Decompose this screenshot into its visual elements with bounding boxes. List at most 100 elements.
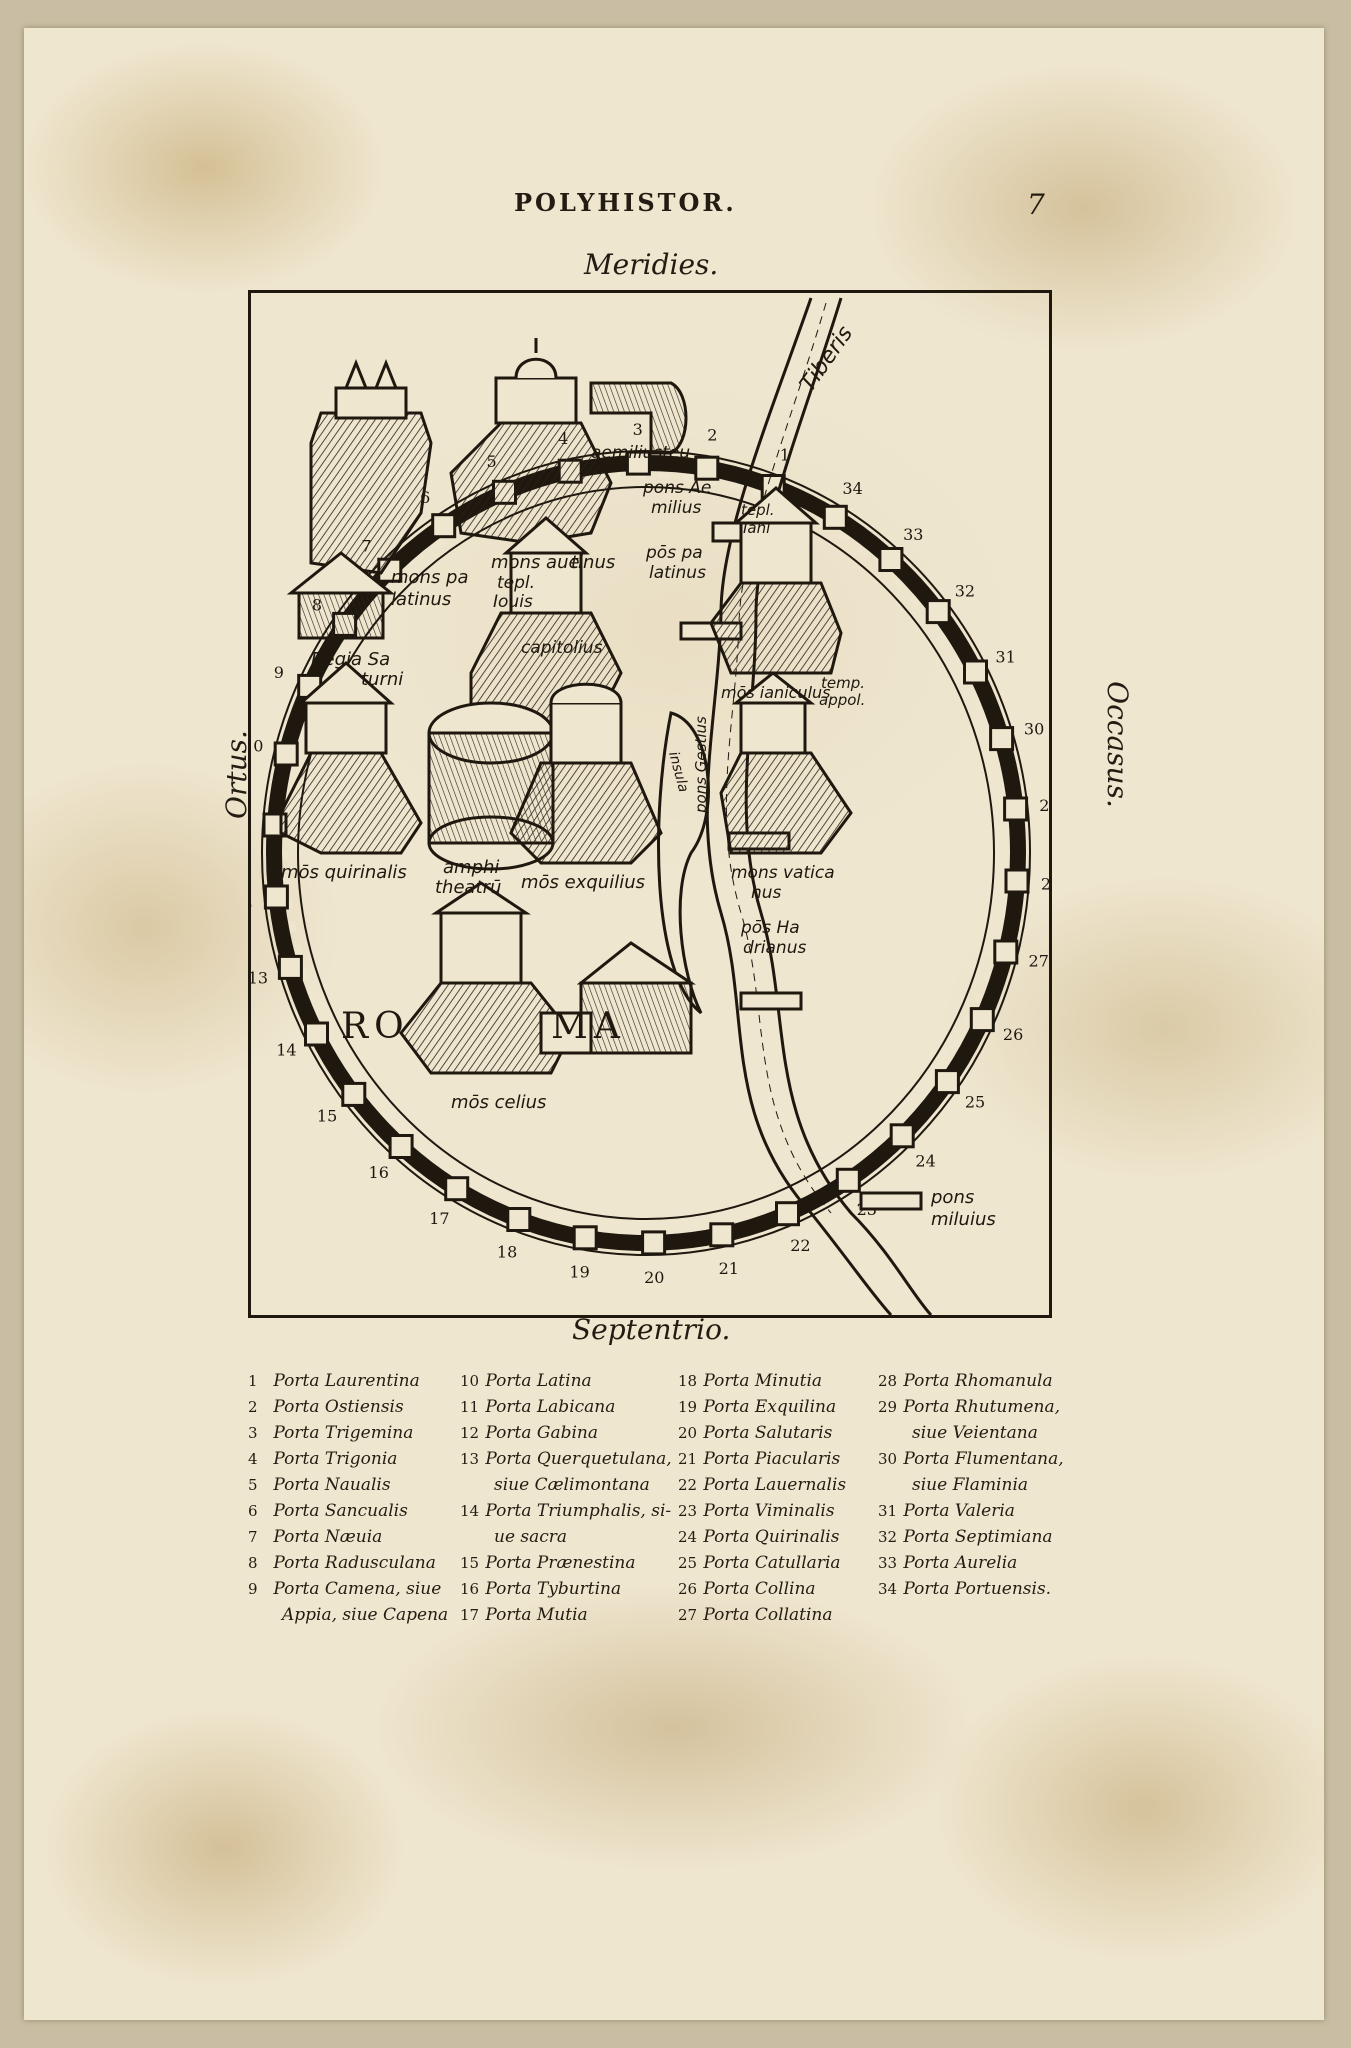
label-tiberis: Tiberis	[795, 322, 858, 397]
hill-quirinalis	[279, 660, 423, 855]
legend-item: 9 Porta Camena, siue	[248, 1576, 448, 1602]
gate-number-label: 22	[790, 1236, 810, 1255]
woodcut-map: 1234567891011121314151617181920212223242…	[251, 297, 1049, 1315]
label-pons-aemilius-2: milius	[651, 498, 702, 518]
label-mons-celius: mōs celius	[451, 1092, 546, 1113]
label-templum-iovis: tepl.	[497, 573, 535, 593]
gate-number-label: 14	[276, 1041, 296, 1060]
wall-tower	[709, 1222, 735, 1248]
gate-number-label: 28	[1041, 874, 1049, 893]
legend-item-text: Porta Næuia	[273, 1527, 383, 1547]
legend-item-number: 13	[460, 1450, 480, 1468]
wall-tower	[625, 450, 651, 476]
legend-item: siue Veientana	[878, 1420, 1064, 1446]
legend-item-text: Porta Valeria	[903, 1501, 1015, 1521]
gate-number-label: 2	[707, 426, 717, 445]
legend-item-number: 25	[678, 1554, 698, 1572]
legend-item-text: Porta Collina	[703, 1579, 816, 1599]
label-templum-iani: tepl.	[741, 501, 775, 519]
gate-number-label: 27	[1029, 952, 1049, 971]
legend-item: 32 Porta Septimiana	[878, 1524, 1064, 1550]
running-head: POLYHISTOR.	[514, 188, 737, 217]
legend-item-text: Porta Triumphalis, si-	[485, 1501, 672, 1521]
label-roma-right: MA	[551, 1006, 626, 1047]
legend-item-text: Porta Tyburtina	[485, 1579, 622, 1599]
label-amphitheatrum-2: theatrū	[435, 877, 501, 898]
legend-item-text: Porta Prænestina	[485, 1553, 636, 1573]
paper-sheet: POLYHISTOR. 7 Meridies. Septentrio. Ortu…	[24, 28, 1324, 2020]
label-pons-palatinus-2: latinus	[649, 563, 706, 583]
legend-item-text: Porta Naualis	[273, 1475, 391, 1495]
legend-item-number: 17	[460, 1606, 480, 1624]
label-roma-left: RO	[341, 1006, 410, 1047]
wall-tower	[889, 1123, 915, 1149]
legend-item-text: Porta Piacularis	[703, 1449, 841, 1469]
gate-number-label: 31	[995, 647, 1015, 666]
legend-item-text: Porta Labicana	[485, 1397, 616, 1417]
gate-number-label: 26	[1003, 1025, 1023, 1044]
wall-tower	[341, 1081, 367, 1107]
wall-tower	[694, 455, 720, 481]
hill-vaticanus	[719, 671, 853, 855]
wall-tower	[1004, 868, 1030, 894]
large-hall-building	[539, 941, 696, 1055]
legend-item-text: Porta Laurentina	[273, 1371, 420, 1391]
legend-item-number: 18	[678, 1372, 698, 1390]
compass-south-label: Meridies.	[584, 248, 719, 281]
legend-item-text: Porta Trigemina	[273, 1423, 414, 1443]
legend-item-text: Porta Minutia	[703, 1371, 823, 1391]
gate-number-label: 30	[1024, 720, 1044, 739]
legend-item: 19 Porta Exquilina	[678, 1394, 846, 1420]
gate-number-label: 34	[842, 479, 862, 498]
gate-number-label: 18	[497, 1242, 517, 1261]
legend-item-number: 10	[460, 1372, 480, 1390]
legend-item-number: 1	[248, 1372, 258, 1390]
legend-item: 14 Porta Triumphalis, si-	[460, 1498, 672, 1524]
legend-item-text: Porta Gabina	[485, 1423, 599, 1443]
label-pons-milvius-2: miluius	[931, 1209, 996, 1230]
legend-item-number: 4	[248, 1450, 258, 1468]
legend-item-number: 29	[878, 1398, 898, 1416]
legend-item-number: 22	[678, 1476, 698, 1494]
wall-tower	[925, 599, 951, 625]
legend-item: 27 Porta Collatina	[678, 1602, 846, 1628]
legend-item: 33 Porta Aurelia	[878, 1550, 1064, 1576]
legend-item: 18 Porta Minutia	[678, 1368, 846, 1394]
legend-item-number: 15	[460, 1554, 480, 1572]
legend-item-text: Porta Ostiensis	[273, 1397, 404, 1417]
legend-item-number: 33	[878, 1554, 898, 1572]
legend-item-text: Porta Querquetulana,	[485, 1449, 672, 1469]
label-pons-aemilius: pons Ae	[642, 478, 711, 498]
legend-item-number: 24	[678, 1528, 698, 1546]
label-pons-hadrianus: pōs Ha	[740, 918, 800, 938]
legend-item-text: Porta Camena, siue	[273, 1579, 442, 1599]
gate-number-label: 12	[251, 892, 253, 911]
gate-number-label: 16	[369, 1163, 389, 1182]
hill-aventinus	[449, 338, 613, 545]
legend-item-number: 7	[248, 1528, 258, 1546]
compass-north-label: Septentrio.	[572, 1313, 731, 1346]
legend-item: 16 Porta Tyburtina	[460, 1576, 672, 1602]
legend-item-text: ue sacra	[494, 1527, 568, 1547]
legend-item: 6 Porta Sancualis	[248, 1498, 448, 1524]
legend-item-number: 9	[248, 1580, 258, 1598]
page-number: 7	[1027, 188, 1045, 221]
legend-item-number: 14	[460, 1502, 480, 1520]
legend-item: 12 Porta Gabina	[460, 1420, 672, 1446]
gate-number-label: 29	[1039, 796, 1049, 815]
legend-item-text: Porta Quirinalis	[703, 1527, 840, 1547]
label-pons-hadrianus-2: drianus	[743, 938, 806, 958]
gate-number-label: 1	[780, 446, 790, 465]
legend-item-text: Porta Rhutumena,	[903, 1397, 1061, 1417]
legend-item-number: 6	[248, 1502, 258, 1520]
legend-item-number: 26	[678, 1580, 698, 1598]
legend-item: 7 Porta Næuia	[248, 1524, 448, 1550]
legend-item-number: 5	[248, 1476, 258, 1494]
gate-number-label: 6	[420, 488, 430, 507]
gate-number-label: 9	[274, 663, 284, 682]
hill-ianiculus	[709, 486, 843, 675]
